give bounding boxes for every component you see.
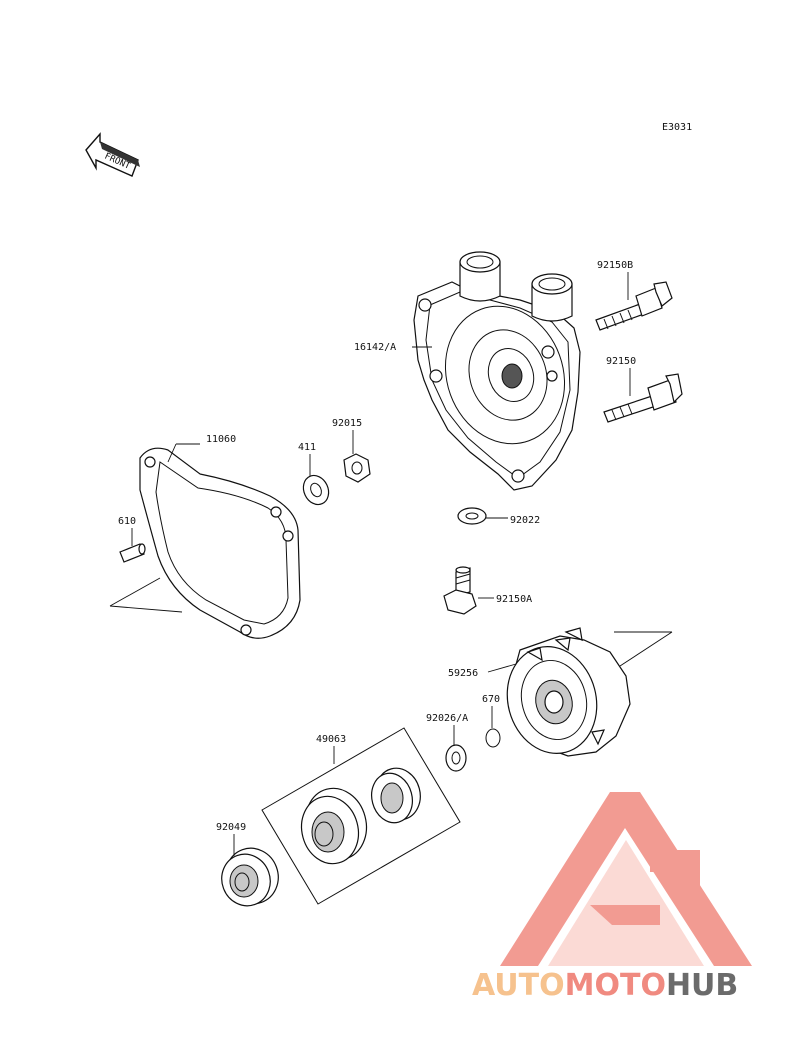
label-92022: 92022 bbox=[510, 515, 540, 526]
label-92049: 92049 bbox=[216, 822, 246, 833]
o-ring-part bbox=[485, 728, 501, 748]
washer-92022-part bbox=[457, 507, 487, 525]
bolt-92150-part bbox=[603, 373, 683, 423]
label-11060: 11060 bbox=[206, 434, 236, 445]
label-49063: 49063 bbox=[316, 734, 346, 745]
watermark-hub: HUB bbox=[666, 968, 738, 1003]
label-670: 670 bbox=[482, 694, 500, 705]
water-pump-cover-part bbox=[413, 251, 581, 491]
label-92150B: 92150B bbox=[597, 260, 633, 271]
label-92026A: 92026/A bbox=[426, 713, 468, 724]
diagram-code: E3031 bbox=[662, 122, 692, 133]
nut-92015-part bbox=[343, 453, 371, 483]
label-59256: 59256 bbox=[448, 668, 478, 679]
label-92015: 92015 bbox=[332, 418, 362, 429]
label-92150A: 92150A bbox=[496, 594, 532, 605]
bolt-92150a-part bbox=[443, 566, 477, 615]
label-92150: 92150 bbox=[606, 356, 636, 367]
mechanical-seal-part bbox=[261, 727, 461, 905]
washer-92026-part bbox=[445, 744, 467, 772]
gasket-part bbox=[139, 447, 301, 639]
bolt-92150b-part bbox=[595, 281, 673, 331]
watermark-moto: MOTO bbox=[565, 968, 666, 1003]
oil-seal-part bbox=[221, 847, 279, 907]
label-16142A: 16142/A bbox=[354, 342, 396, 353]
front-arrow-icon: FRONT bbox=[85, 132, 140, 177]
watermark-auto: AUTO bbox=[472, 968, 565, 1003]
label-610: 610 bbox=[118, 516, 136, 527]
automotohub-logo-icon bbox=[500, 792, 752, 966]
dowel-pin-part bbox=[119, 543, 146, 563]
washer-411-part bbox=[302, 474, 330, 506]
impeller-part bbox=[506, 627, 631, 757]
label-411: 411 bbox=[298, 442, 316, 453]
watermark-text: AUTOMOTOHUB bbox=[472, 968, 738, 1003]
